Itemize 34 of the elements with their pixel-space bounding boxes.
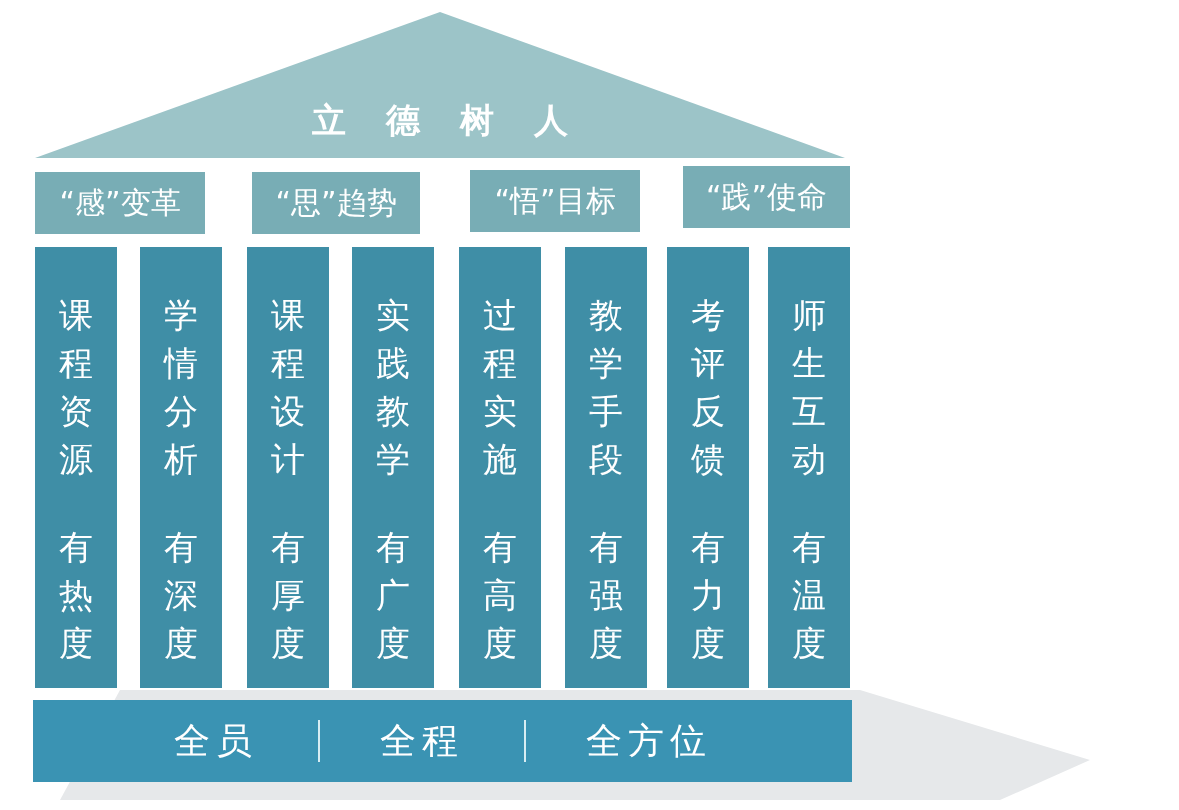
pillar-subtitle: 有高度	[482, 526, 518, 665]
pillar-subtitle: 有厚度	[270, 526, 306, 665]
pillar-box	[352, 247, 434, 688]
pillar-subtitle: 有力度	[690, 526, 726, 665]
pillar-box	[35, 247, 117, 688]
pillar-title: 师生互动	[791, 294, 827, 481]
pillar-box	[247, 247, 329, 688]
pillar-subtitle: 有广度	[375, 526, 411, 665]
base-label: 全方位	[585, 718, 712, 763]
pillar-box	[140, 247, 222, 688]
header-box: “感”变革	[35, 172, 205, 234]
base-bar	[33, 700, 852, 782]
pillar-subtitle: 有强度	[588, 526, 624, 665]
pillar-title: 学情分析	[163, 294, 199, 481]
header-box: “思”趋势	[252, 172, 420, 234]
pillar-subtitle: 有热度	[58, 526, 94, 665]
pillar-title: 课程资源	[58, 294, 94, 481]
base-label: 全员	[173, 718, 258, 763]
pillar-title: 实践教学	[375, 294, 411, 481]
roof-triangle	[35, 12, 845, 158]
pillar-title: 教学手段	[588, 294, 624, 481]
pillar-box	[667, 247, 749, 688]
header-box: “践”使命	[683, 166, 850, 228]
pillar-box	[565, 247, 647, 688]
pillar-subtitle: 有温度	[791, 526, 827, 665]
pillar-title: 考评反馈	[690, 294, 726, 481]
pillar-title: 过程实施	[482, 294, 518, 481]
pillar-subtitle: 有深度	[163, 526, 199, 665]
pillar-box	[459, 247, 541, 688]
pillar-box	[768, 247, 850, 688]
base-label: 全程	[379, 718, 464, 763]
header-box: “悟”目标	[470, 170, 640, 232]
pillar-title: 课程设计	[270, 294, 306, 481]
roof-title: 立德树人	[311, 99, 609, 142]
